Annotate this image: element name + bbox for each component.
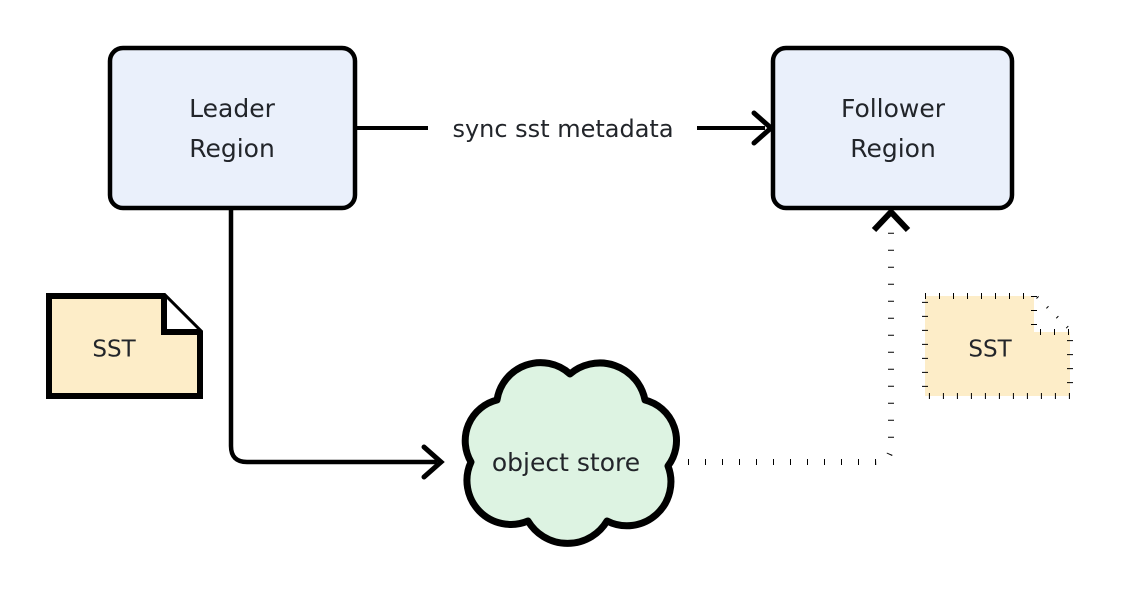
object-store-cloud-shape[interactable] xyxy=(461,359,680,547)
follower-region-label-line2: Region xyxy=(850,134,936,163)
node-follower-region[interactable]: Follower Region xyxy=(770,45,1015,211)
sst-follower-note-fold-icon xyxy=(1031,296,1070,335)
node-leader-region[interactable]: Leader Region xyxy=(107,45,358,211)
arrowhead-icon xyxy=(421,444,445,480)
node-object-store[interactable]: object store xyxy=(461,359,680,547)
follower-region-label-line1: Follower xyxy=(841,94,946,123)
object-store-label: object store xyxy=(492,448,640,477)
edge-leader-to-object-store-path xyxy=(228,210,437,465)
leader-region-box[interactable] xyxy=(107,45,358,211)
node-sst-leader[interactable]: SST xyxy=(46,293,203,399)
sst-leader-label: SST xyxy=(92,337,136,363)
sst-follower-label: SST xyxy=(968,337,1012,363)
leader-region-label-line1: Leader xyxy=(189,94,275,123)
edge-label-sync-sst-metadata: sync sst metadata xyxy=(452,115,673,143)
node-sst-follower[interactable]: SST xyxy=(922,293,1073,399)
edge-object-store-to-follower xyxy=(688,207,911,465)
edge-leader-to-follower: sync sst metadata xyxy=(357,110,775,146)
arrowhead-icon xyxy=(871,207,911,233)
leader-region-label-line2: Region xyxy=(189,134,275,163)
sst-leader-note-fold-icon xyxy=(161,296,200,335)
follower-region-box[interactable] xyxy=(770,45,1015,211)
sst-follower-note-body[interactable] xyxy=(922,293,1073,399)
edge-object-store-to-follower-path xyxy=(688,228,894,465)
edge-leader-to-object-store xyxy=(228,210,445,480)
